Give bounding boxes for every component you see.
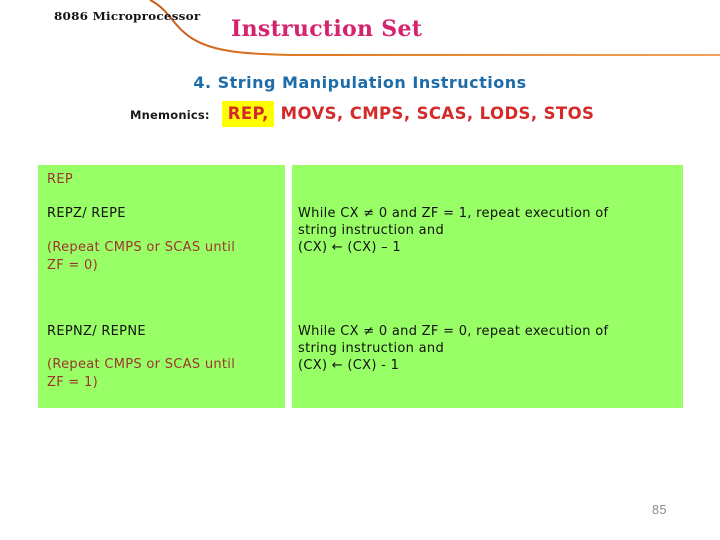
row2-note-line2: ZF = 1) — [47, 374, 98, 390]
row1-desc-line1: While CX ≠ 0 and ZF = 1, repeat executio… — [298, 206, 609, 221]
row1-mnemonic-alt: REPZ/ REPE — [47, 206, 126, 221]
row2-note-line1: (Repeat CMPS or SCAS until — [47, 357, 236, 372]
row2-mnemonic-alt: REPNZ/ REPNE — [47, 324, 146, 339]
row2-description: While CX ≠ 0 and ZF = 0, repeat executio… — [298, 323, 676, 374]
row1-note: (Repeat CMPS or SCAS until ZF = 0) — [47, 239, 279, 274]
row1-note-line2: ZF = 0) — [47, 257, 98, 273]
mnemonic-list: MOVS, CMPS, SCAS, LODS, STOS — [280, 104, 595, 123]
row2-desc-line2: string instruction and — [298, 341, 444, 356]
row2-desc-line3: (CX) ← (CX) - 1 — [298, 358, 400, 373]
row1-desc-line2: string instruction and — [298, 223, 444, 238]
mnemonics-row: Mnemonics: REP, MOVS, CMPS, SCAS, LODS, … — [130, 101, 594, 127]
page-title: Instruction Set — [231, 16, 423, 42]
row2-desc-line1: While CX ≠ 0 and ZF = 0, repeat executio… — [298, 324, 609, 339]
row1-note-line1: (Repeat CMPS or SCAS until — [47, 240, 236, 255]
row2-note: (Repeat CMPS or SCAS until ZF = 1) — [47, 356, 279, 391]
page-number: 85 — [652, 503, 667, 517]
table-column-divider — [285, 165, 292, 408]
row1-description: While CX ≠ 0 and ZF = 1, repeat executio… — [298, 205, 676, 256]
row1-mnemonic-primary: REP — [47, 172, 73, 187]
instruction-table: REP REPZ/ REPE (Repeat CMPS or SCAS unti… — [38, 165, 683, 408]
mnemonics-label: Mnemonics: — [130, 108, 210, 122]
row1-desc-line3: (CX) ← (CX) – 1 — [298, 240, 401, 255]
course-label: 8086 Microprocessor — [54, 9, 201, 23]
mnemonic-highlight-rep: REP, — [221, 101, 274, 127]
section-heading: 4. String Manipulation Instructions — [193, 73, 527, 92]
